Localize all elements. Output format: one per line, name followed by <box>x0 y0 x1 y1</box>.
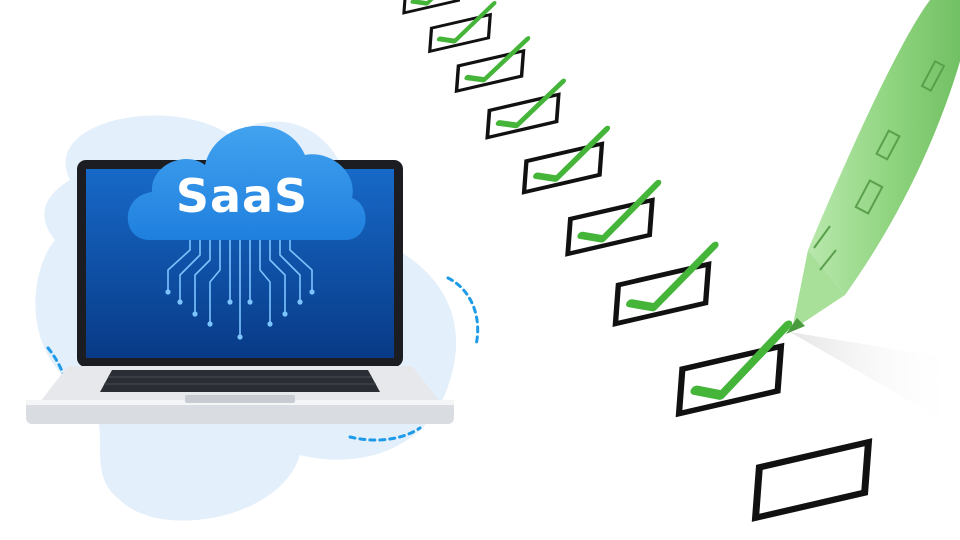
checklist-item <box>402 0 466 15</box>
pen-cone <box>792 250 845 330</box>
checkmark-icon <box>410 0 466 6</box>
checkmark-icon <box>464 36 531 83</box>
checklist-item <box>565 179 662 257</box>
cloud-label: SaaS <box>176 169 308 223</box>
checklist-item <box>454 36 531 94</box>
checkmark-icon <box>626 241 719 312</box>
trackpad <box>185 395 295 403</box>
dotted-arc-right <box>446 276 480 347</box>
checkmark-icon <box>577 179 662 243</box>
keyboard-keys <box>104 376 376 385</box>
checklist-item <box>485 78 566 140</box>
checkbox <box>402 0 462 15</box>
checklist <box>402 0 873 522</box>
checklist-item <box>427 1 497 54</box>
checkbox <box>751 438 873 522</box>
checkmark-icon <box>533 125 611 182</box>
checkmark-icon <box>436 1 497 44</box>
pen-shadow <box>790 332 960 430</box>
pen-grip <box>813 59 946 271</box>
keyboard <box>100 370 380 392</box>
circuit-lines <box>167 235 313 335</box>
checklist-item <box>521 125 611 195</box>
pen-tip <box>786 318 805 334</box>
pen <box>786 0 960 334</box>
checkmark-icon <box>690 320 793 400</box>
checklist-item <box>612 241 719 327</box>
pen-body <box>808 0 960 295</box>
laptop-front-edge <box>26 400 454 424</box>
checkbox <box>675 342 785 418</box>
checkbox <box>565 197 655 257</box>
cloud-icon <box>127 125 366 240</box>
checkmark-icon <box>495 78 566 129</box>
checklist-item <box>675 320 793 418</box>
laptop: SaaS <box>26 125 454 424</box>
dotted-arc-bottom <box>348 426 422 442</box>
circuit-nodes <box>165 289 315 340</box>
checkbox <box>454 48 526 94</box>
checkbox <box>427 12 493 54</box>
checkbox <box>485 92 561 140</box>
checkbox <box>521 141 605 195</box>
checklist-item <box>751 438 873 522</box>
checkbox <box>612 261 712 327</box>
